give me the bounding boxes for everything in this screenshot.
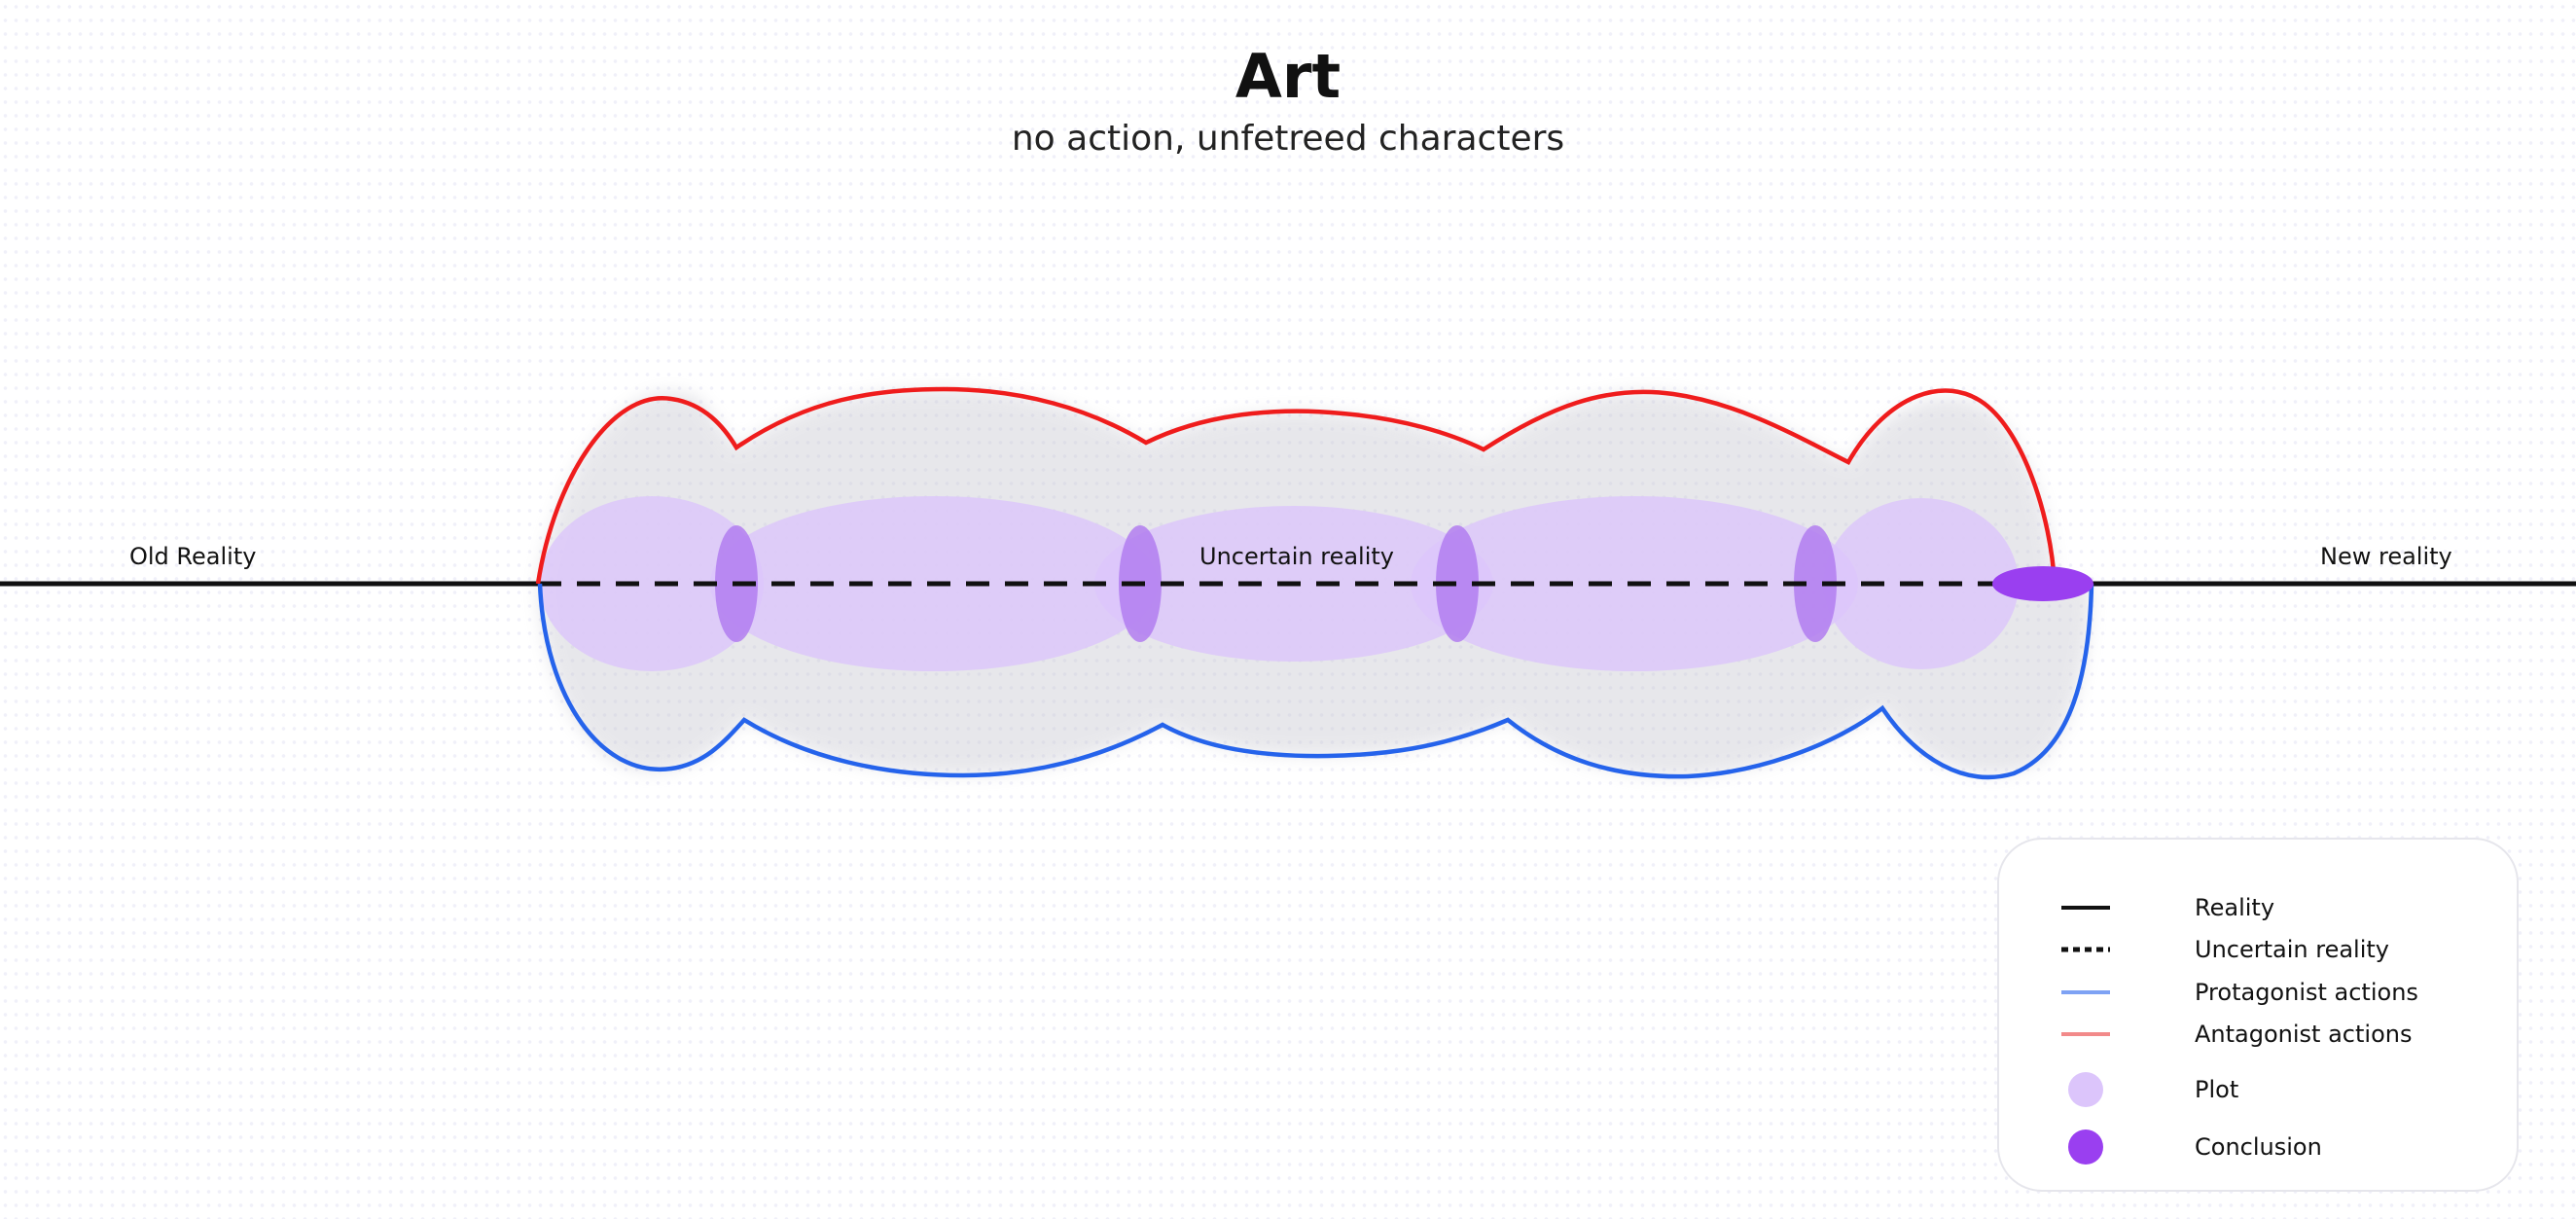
diagram-subtitle: no action, unfetreed characters (1011, 119, 1565, 159)
legend-swatch-plot (2057, 1070, 2118, 1109)
protagonist-actions-path (537, 583, 2094, 779)
plot-dividers (715, 525, 1837, 642)
plot-divider-3 (1436, 525, 1479, 642)
legend-swatch-uncertain (2057, 930, 2118, 969)
legend-label-protagonist: Protagonist actions (2195, 979, 2418, 1006)
legend-row-conclusion: Conclusion (1999, 1128, 2517, 1166)
conclusion-ellipse (1992, 566, 2093, 601)
new-reality-label: New reality (2320, 543, 2452, 570)
legend-swatch-protagonist (2057, 973, 2118, 1012)
legend-row-reality: Reality (1999, 888, 2517, 927)
plot-ellipse-1 (540, 496, 764, 671)
legend-label-plot: Plot (2195, 1076, 2239, 1103)
legend-row-plot: Plot (1999, 1070, 2517, 1109)
diagram-title: Art (1234, 41, 1342, 112)
legend: Reality Uncertain reality Protagonist ac… (1997, 838, 2519, 1192)
legend-swatch-conclusion (2057, 1128, 2118, 1166)
legend-label-reality: Reality (2195, 894, 2275, 921)
legend-row-protagonist: Protagonist actions (1999, 973, 2517, 1012)
legend-row-antagonist: Antagonist actions (1999, 1015, 2517, 1054)
uncertain-reality-label: Uncertain reality (1199, 543, 1394, 570)
plot-divider-4 (1794, 525, 1837, 642)
legend-row-uncertain: Uncertain reality (1999, 930, 2517, 969)
legend-swatch-reality (2057, 888, 2118, 927)
antagonist-actions-path (535, 386, 2057, 585)
legend-label-antagonist: Antagonist actions (2195, 1021, 2413, 1048)
legend-label-conclusion: Conclusion (2195, 1133, 2322, 1161)
old-reality-label: Old Reality (129, 543, 257, 570)
legend-swatch-antagonist (2057, 1015, 2118, 1054)
legend-label-uncertain: Uncertain reality (2195, 936, 2389, 963)
